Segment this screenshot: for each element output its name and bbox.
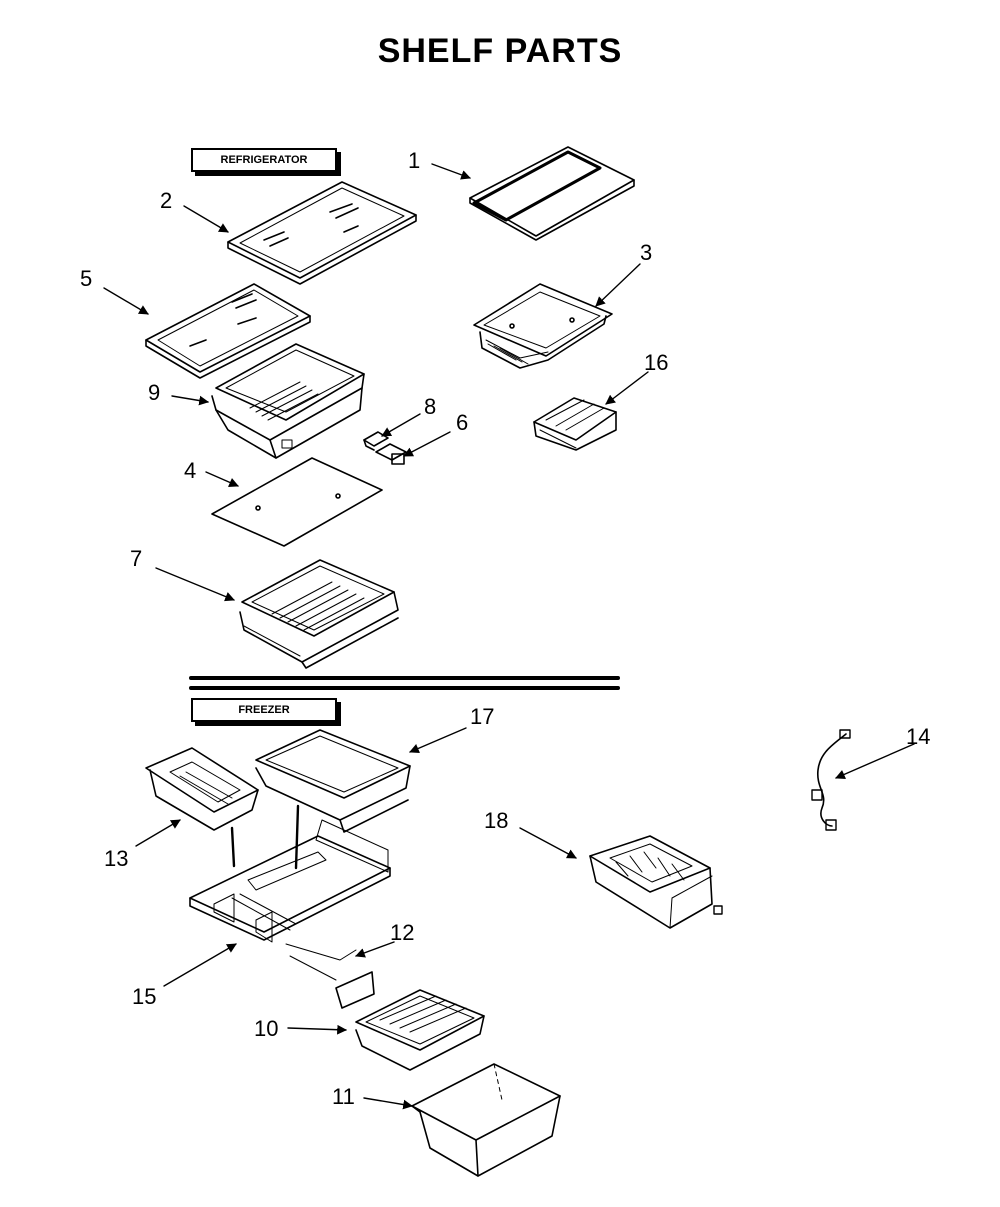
callout-12: 12 bbox=[390, 920, 415, 945]
part-15-freezer-shelf bbox=[189, 819, 391, 961]
callout-5: 5 bbox=[80, 266, 93, 291]
callout-3: 3 bbox=[640, 240, 653, 265]
part-7-pan-drawer bbox=[239, 559, 399, 669]
section-divider bbox=[189, 676, 620, 690]
callout-13: 13 bbox=[104, 846, 129, 871]
part-17-freezer-drawer bbox=[255, 729, 411, 870]
part-2-glass-shelf bbox=[227, 181, 417, 285]
part-4-glass-cover bbox=[211, 457, 383, 547]
part-14-wire-harness bbox=[811, 729, 851, 831]
callout-7: 7 bbox=[130, 546, 143, 571]
part-6-clip bbox=[375, 443, 407, 465]
part-3-deli-drawer bbox=[473, 283, 613, 369]
callout-14: 14 bbox=[906, 724, 931, 749]
part-1-shelf bbox=[469, 146, 635, 241]
part-11-bin bbox=[411, 1063, 561, 1177]
callout-18: 18 bbox=[484, 808, 509, 833]
part-10-basket bbox=[355, 989, 485, 1071]
callout-11: 11 bbox=[332, 1084, 355, 1109]
callout-8: 8 bbox=[424, 394, 437, 419]
part-16-tray-insert bbox=[533, 397, 617, 451]
callout-15: 15 bbox=[132, 984, 157, 1009]
part-9-crisper-drawer bbox=[211, 343, 365, 459]
callout-16: 16 bbox=[644, 350, 669, 375]
part-8-bracket bbox=[363, 431, 389, 451]
refrigerator-section-label: REFRIGERATOR bbox=[191, 148, 337, 172]
callout-10: 10 bbox=[254, 1016, 279, 1041]
part-5-glass-shelf bbox=[145, 283, 311, 379]
callout-9: 9 bbox=[148, 380, 161, 405]
page-title: SHELF PARTS bbox=[377, 32, 623, 70]
callout-arrows bbox=[103, 163, 915, 1110]
callout-17: 17 bbox=[470, 704, 495, 729]
callout-4: 4 bbox=[184, 458, 197, 483]
callout-1: 1 bbox=[408, 148, 421, 173]
part-12-divider bbox=[289, 955, 375, 1009]
part-18-ice-maker bbox=[589, 835, 723, 929]
callout-6: 6 bbox=[456, 410, 469, 435]
callout-2: 2 bbox=[160, 188, 173, 213]
freezer-section-label: FREEZER bbox=[191, 698, 337, 722]
part-13-ice-bin bbox=[145, 747, 259, 868]
